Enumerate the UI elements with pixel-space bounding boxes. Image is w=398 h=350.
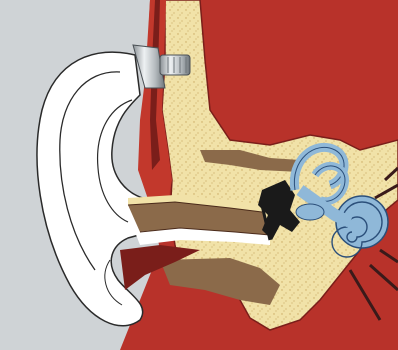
vestibule <box>296 204 324 220</box>
